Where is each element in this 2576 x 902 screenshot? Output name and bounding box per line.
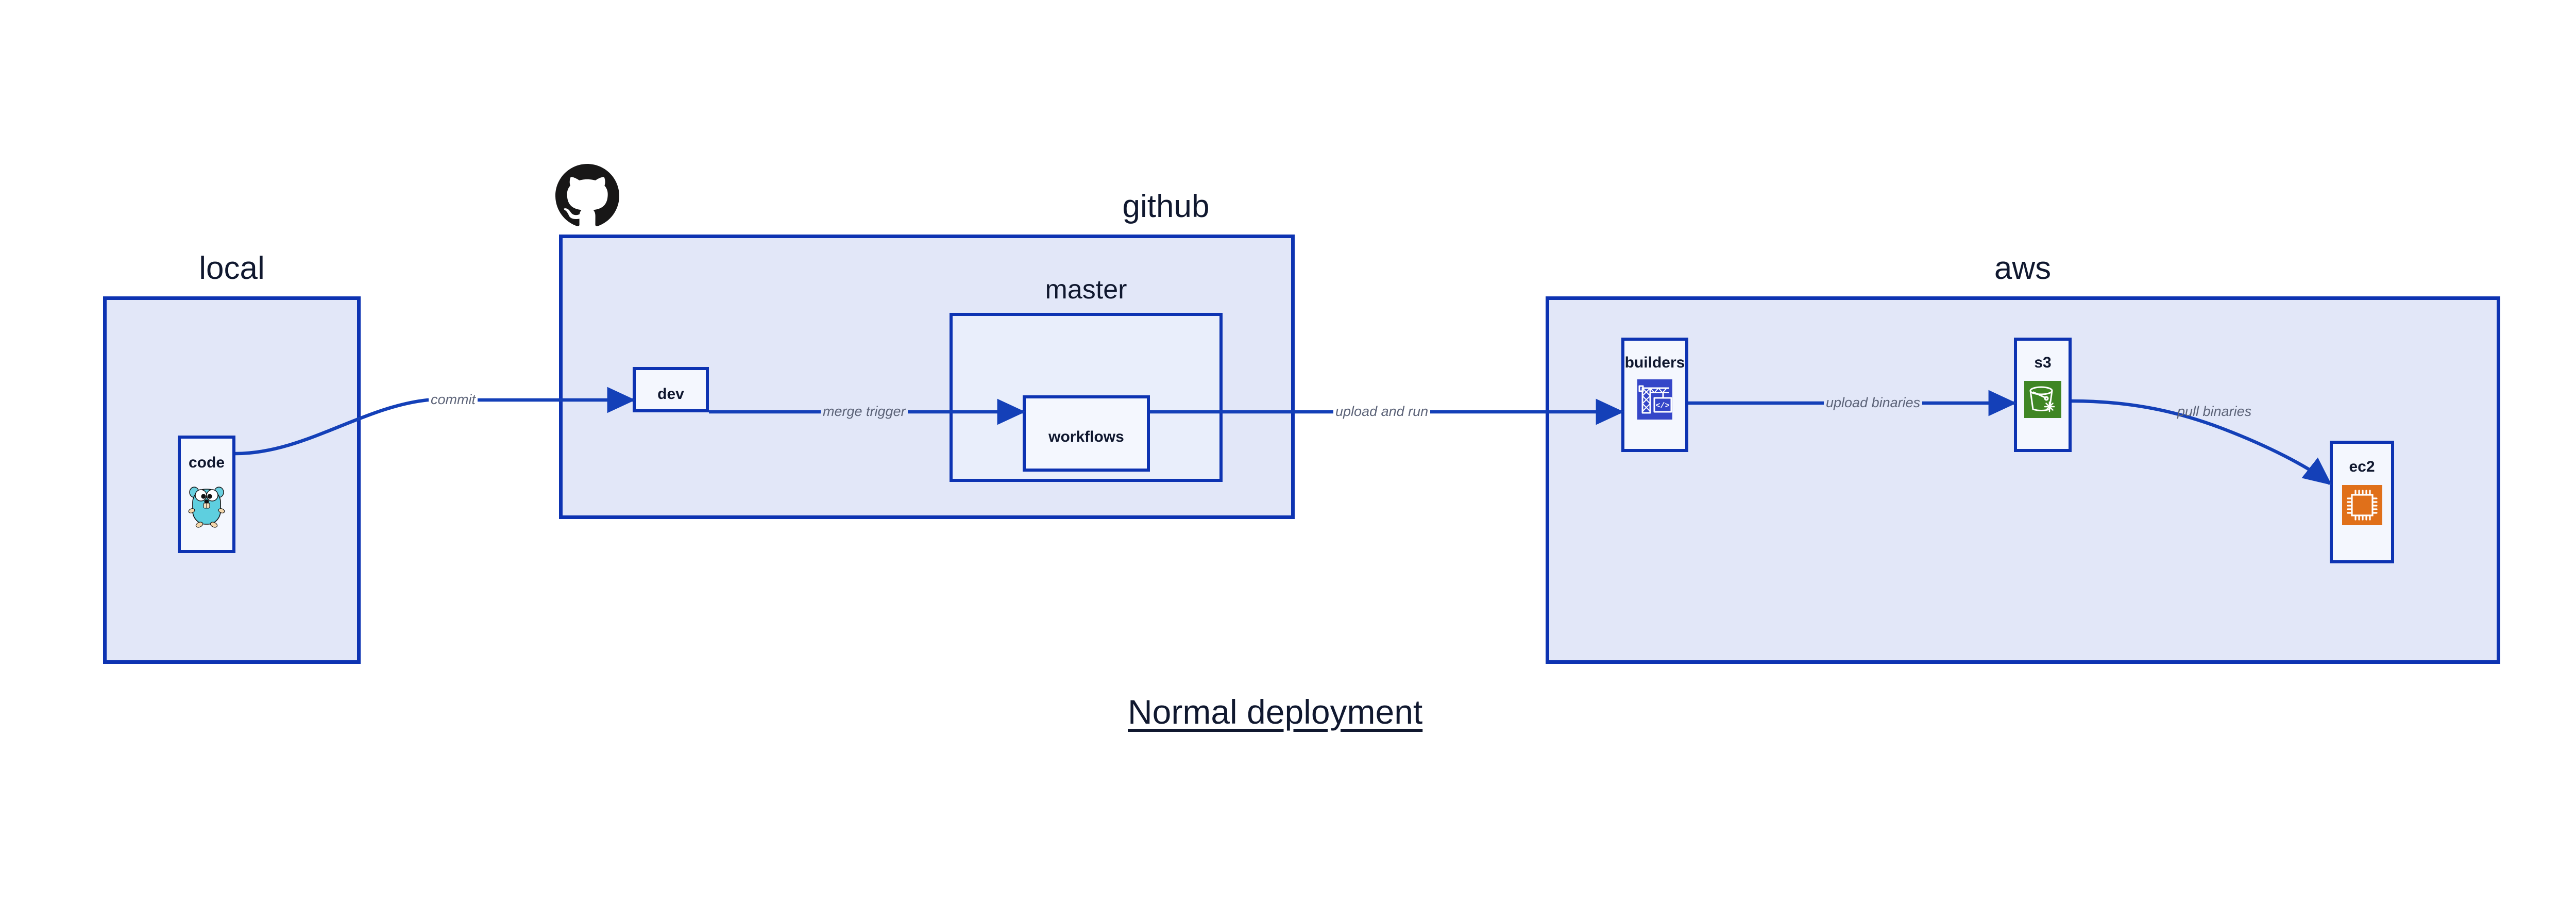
node-builders-label: builders bbox=[1624, 354, 1685, 371]
aws-builders-crane-icon: </> bbox=[1637, 379, 1672, 420]
edge-label-upload-binaries: upload binaries bbox=[1824, 396, 1923, 410]
edge-label-commit: commit bbox=[429, 393, 478, 407]
page-title: Normal deployment bbox=[1128, 693, 1423, 731]
svg-text:</>: </> bbox=[1655, 402, 1669, 410]
group-label-github: github bbox=[1122, 189, 1210, 224]
node-workflows[interactable]: workflows bbox=[1023, 395, 1150, 472]
node-ec2[interactable]: ec2 bbox=[2330, 441, 2394, 563]
group-label-local: local bbox=[199, 250, 265, 286]
node-dev-label: dev bbox=[657, 386, 684, 403]
go-gopher-icon bbox=[188, 481, 226, 528]
node-workflows-label: workflows bbox=[1048, 428, 1124, 445]
aws-ec2-chip-icon bbox=[2342, 485, 2382, 525]
node-builders[interactable]: builders < bbox=[1621, 338, 1688, 452]
edge-label-upload-and-run: upload and run bbox=[1333, 405, 1431, 419]
node-code[interactable]: code bbox=[178, 436, 235, 553]
group-label-aws: aws bbox=[1994, 250, 2052, 286]
node-s3-label: s3 bbox=[2034, 354, 2052, 371]
edge-label-merge-trigger: merge trigger bbox=[821, 405, 908, 419]
node-ec2-label: ec2 bbox=[2349, 458, 2375, 475]
node-code-label: code bbox=[188, 454, 225, 471]
github-octocat-icon bbox=[555, 164, 619, 228]
edge-label-pull-binaries: pull binaries bbox=[2177, 404, 2252, 419]
node-dev[interactable]: dev bbox=[633, 367, 709, 412]
node-s3[interactable]: s3 bbox=[2014, 338, 2072, 452]
aws-s3-bucket-icon bbox=[2024, 381, 2061, 418]
group-label-master: master bbox=[1045, 275, 1127, 305]
